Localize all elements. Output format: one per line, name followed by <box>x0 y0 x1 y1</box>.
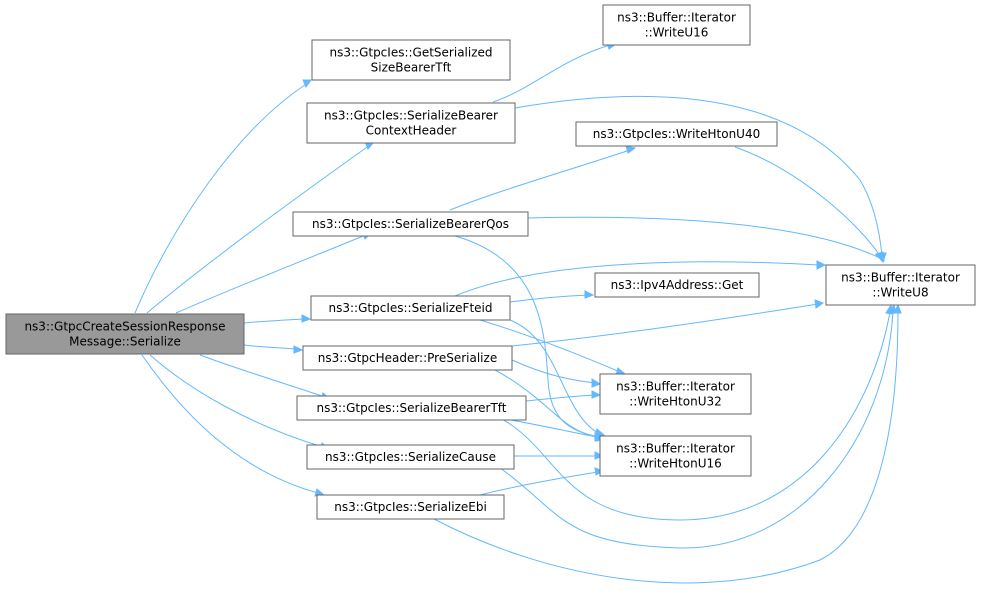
arrowhead-sebi-writeu8 <box>893 303 902 314</box>
arrowhead-sbqos-writehu40 <box>625 145 637 154</box>
node-sbtft[interactable]: ns3::GtpcIes::SerializeBearerTft <box>296 395 527 421</box>
edge-sfteid-writehu16 <box>509 319 599 434</box>
edge-sbch-writeu16 <box>492 44 611 103</box>
node-label-line: ns3::GtpcCreateSessionResponse <box>24 320 225 334</box>
node-writeu16[interactable]: ns3::Buffer::Iterator::WriteU16 <box>602 4 751 46</box>
node-sfteid[interactable]: ns3::GtpcIes::SerializeFteid <box>310 295 511 321</box>
node-box[interactable] <box>311 39 511 81</box>
edge-sbqos-writeu8 <box>527 216 881 259</box>
node-sbqos[interactable]: ns3::GtpcIes::SerializeBearerQos <box>292 211 529 237</box>
edge-preser-writehu32 <box>511 359 596 384</box>
node-scause[interactable]: ns3::GtpcIes::SerializeCause <box>306 444 515 470</box>
node-box[interactable] <box>302 345 513 371</box>
arrowhead-root-preser <box>293 345 304 354</box>
arrowhead-root-sfteid <box>301 314 312 323</box>
edge-root-sfteid <box>243 318 306 324</box>
edge-sfteid-writehu32 <box>479 319 621 373</box>
edge-sbtft-writeu8 <box>499 311 891 521</box>
edge-sebi-writehu16 <box>479 471 599 496</box>
node-box[interactable] <box>575 121 778 147</box>
edge-root-scause <box>149 354 324 448</box>
node-label-line: ::WriteHtonU16 <box>629 457 722 471</box>
node-writehu40[interactable]: ns3::GtpcIes::WriteHtonU40 <box>575 121 778 147</box>
node-label-line: ::WriteHtonU32 <box>629 395 722 409</box>
node-box[interactable] <box>825 264 976 306</box>
arrowhead-sbtft-writehu16 <box>594 432 605 442</box>
node-label-line: ns3::GtpcHeader::PreSerialize <box>318 351 497 365</box>
node-box[interactable] <box>306 102 516 144</box>
edge-sfteid-writeu8 <box>454 261 821 297</box>
edge-scause-writeu8 <box>499 311 894 549</box>
edge-root-sebi <box>141 354 319 494</box>
edge-preser-writehu16 <box>494 369 598 438</box>
node-writeu8[interactable]: ns3::Buffer::Iterator::WriteU8 <box>825 264 976 306</box>
edge-root-sbch <box>146 144 371 314</box>
node-ipv4get[interactable]: ns3::Ipv4Address::Get <box>594 272 760 298</box>
arrowhead-sfteid-ipv4get <box>584 290 595 299</box>
node-box[interactable] <box>599 435 752 477</box>
arrowhead-writehu40-writeu8 <box>875 251 884 263</box>
arrowhead-root-getsize <box>302 79 312 89</box>
edge-sbch-writeu8 <box>514 95 883 257</box>
arrowhead-sbtft-writehu32 <box>591 390 602 399</box>
node-label-line: ns3::GtpcIes::SerializeCause <box>325 450 496 464</box>
edge-root-sbqos <box>175 233 369 314</box>
node-label-line: ns3::Buffer::Iterator <box>617 11 736 25</box>
node-label-line: ns3::GtpcIes::SerializeFteid <box>329 301 493 315</box>
node-label-line: ns3::GtpcIes::SerializeBearer <box>324 109 498 123</box>
node-box[interactable] <box>602 4 751 46</box>
edge-writehu40-writeu8 <box>734 146 881 257</box>
node-box[interactable] <box>310 295 511 321</box>
node-writehu32[interactable]: ns3::Buffer::Iterator::WriteHtonU32 <box>599 373 752 415</box>
node-root[interactable]: ns3::GtpcCreateSessionResponseMessage::S… <box>5 313 245 355</box>
node-label-line: ns3::GtpcIes::GetSerialized <box>329 46 492 60</box>
arrowhead-preser-writehu32 <box>591 378 602 388</box>
node-preser[interactable]: ns3::GtpcHeader::PreSerialize <box>302 345 513 371</box>
node-label-line: ContextHeader <box>366 124 457 138</box>
node-box[interactable] <box>316 494 505 520</box>
edges-layer <box>134 41 902 584</box>
node-box[interactable] <box>296 395 527 421</box>
node-box[interactable] <box>292 211 529 237</box>
arrowhead-sfteid-writeu8 <box>816 260 827 270</box>
edge-root-sbtft <box>199 354 326 398</box>
node-label-line: ::WriteU16 <box>645 26 709 40</box>
arrowhead-preser-writeu8 <box>814 299 825 309</box>
edge-sebi-writeu8 <box>431 311 899 584</box>
edge-root-getsize <box>134 82 309 314</box>
node-label-line: ::WriteU8 <box>872 286 928 300</box>
edge-sbqos-writehu40 <box>449 149 631 211</box>
node-label-line: ns3::GtpcIes::WriteHtonU40 <box>593 127 760 141</box>
node-sbch[interactable]: ns3::GtpcIes::SerializeBearerContextHead… <box>306 102 516 144</box>
edge-sbtft-writehu32 <box>525 394 596 402</box>
node-box[interactable] <box>594 272 760 298</box>
node-label-line: ns3::Ipv4Address::Get <box>611 278 744 292</box>
edge-preser-writeu8 <box>511 303 819 347</box>
node-box[interactable] <box>5 313 245 355</box>
arrowhead-scause-writeu8 <box>888 303 897 314</box>
node-sebi[interactable]: ns3::GtpcIes::SerializeEbi <box>316 494 505 520</box>
edge-sbqos-writehu16 <box>454 235 601 438</box>
node-box[interactable] <box>306 444 515 470</box>
node-label-line: ns3::Buffer::Iterator <box>841 271 960 285</box>
node-box[interactable] <box>599 373 752 415</box>
node-label-line: SizeBearerTft <box>371 61 452 75</box>
node-label-line: ns3::Buffer::Iterator <box>616 380 735 394</box>
node-writehu16[interactable]: ns3::Buffer::Iterator::WriteHtonU16 <box>599 435 752 477</box>
edge-root-preser <box>243 344 298 350</box>
arrowhead-scause-writehu16 <box>594 451 605 460</box>
node-label-line: ns3::Buffer::Iterator <box>616 442 735 456</box>
edge-sfteid-ipv4get <box>509 294 589 303</box>
node-label-line: ns3::GtpcIes::SerializeBearerTft <box>316 401 506 415</box>
node-label-line: ns3::GtpcIes::SerializeEbi <box>334 500 487 514</box>
node-label-line: Message::Serialize <box>69 335 181 349</box>
node-label-line: ns3::GtpcIes::SerializeBearerQos <box>312 217 509 231</box>
nodes-layer: ns3::GtpcCreateSessionResponseMessage::S… <box>5 4 976 520</box>
